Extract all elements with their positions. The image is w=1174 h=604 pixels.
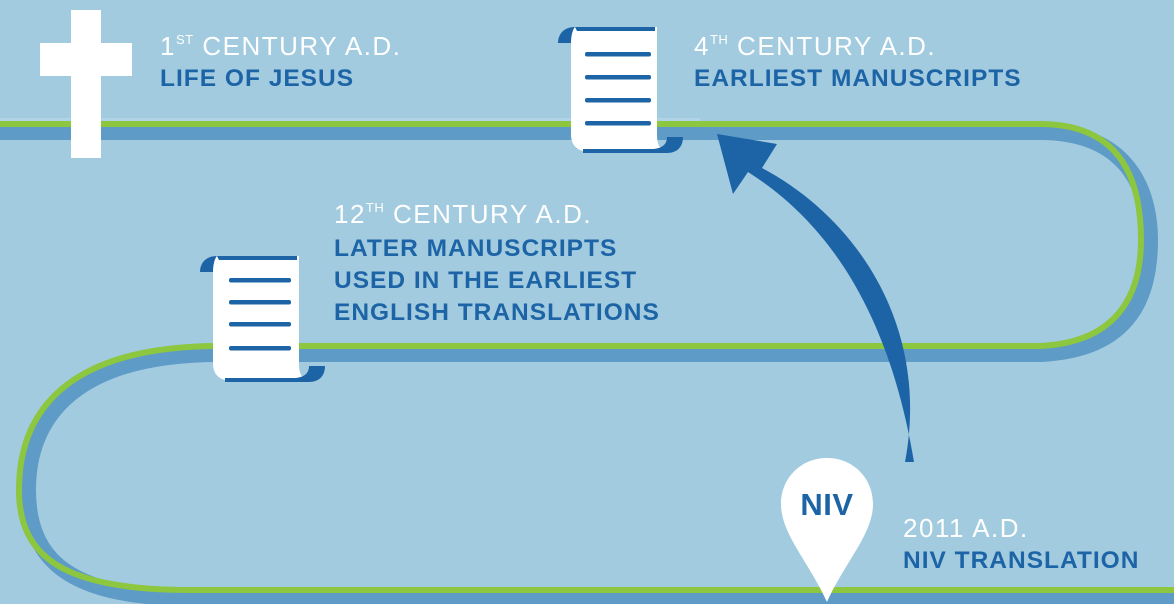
title-line: LIFE OF JESUS (160, 65, 355, 93)
title-line: EARLIEST MANUSCRIPTS (694, 65, 1022, 93)
milestone-title: EARLIEST MANUSCRIPTS (694, 65, 1022, 92)
niv-pin-label: NIV (800, 487, 854, 522)
title-line: NIV TRANSLATION (903, 547, 1140, 575)
milestone-later-manuscripts: 12TH CENTURY A.D. LATER MANUSCRIPTS USED… (334, 199, 660, 329)
road-green-line (0, 121, 1174, 593)
scroll-icon (558, 27, 683, 153)
title-line: LATER MANUSCRIPTS (334, 235, 618, 263)
milestone-date: 4TH CENTURY A.D. (694, 31, 1022, 61)
ordinal-number: 4 (694, 31, 710, 61)
scroll-icon (200, 256, 325, 382)
ordinal-number: 1 (160, 31, 176, 61)
ordinal-suffix: ST (175, 32, 194, 47)
milestone-niv-translation: 2011 A.D. NIV TRANSLATION (903, 513, 1139, 575)
ordinal-suffix: TH (709, 32, 729, 47)
milestone-date: 2011 A.D. (903, 513, 1029, 543)
title-line: ENGLISH TRANSLATIONS (334, 298, 660, 326)
milestone-life-of-jesus: 1ST CENTURY A.D. LIFE OF JESUS (160, 31, 402, 93)
ordinal-number: 12 (334, 199, 366, 229)
milestone-earliest-manuscripts: 4TH CENTURY A.D. EARLIEST MANUSCRIPTS (694, 31, 1022, 93)
map-pin-icon (781, 458, 873, 602)
ordinal-suffix: TH (365, 200, 385, 215)
milestone-date: 12TH CENTURY A.D. (334, 199, 660, 229)
road-blue-band (0, 124, 1174, 604)
period-text: CENTURY A.D. (393, 199, 593, 229)
milestone-title: NIV TRANSLATION (903, 547, 1139, 574)
period-text: CENTURY A.D. (202, 31, 402, 61)
title-line: USED IN THE EARLIEST (334, 266, 638, 294)
milestone-title: LATER MANUSCRIPTS USED IN THE EARLIEST E… (334, 233, 660, 329)
milestone-title: LIFE OF JESUS (160, 65, 401, 92)
milestone-date: 1ST CENTURY A.D. (160, 31, 402, 61)
period-text: CENTURY A.D. (737, 31, 937, 61)
cross-icon (40, 10, 132, 158)
